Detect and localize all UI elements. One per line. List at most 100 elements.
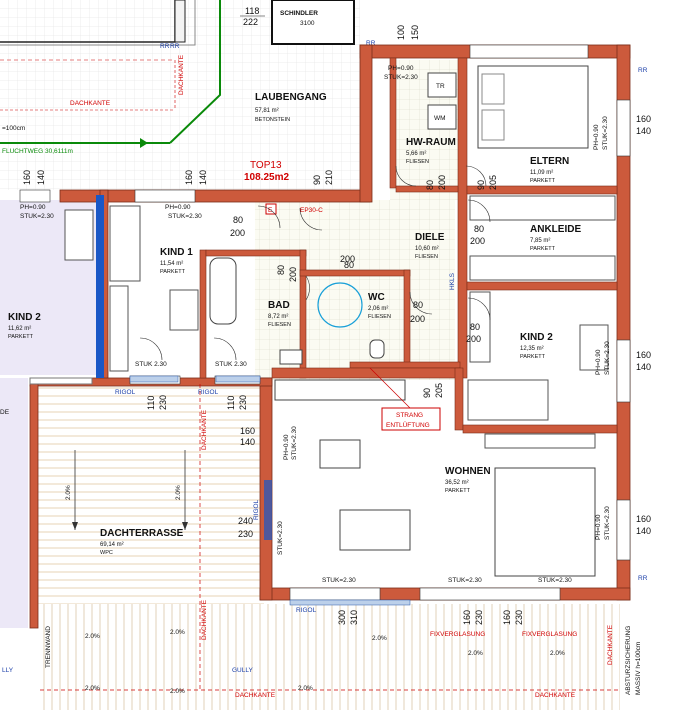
dim-160-r2: 160 xyxy=(636,350,651,360)
dim-140-t3: 140 xyxy=(240,437,255,447)
kitchen-cabinets xyxy=(274,379,406,401)
room-kind2-material: PARKETT xyxy=(520,354,546,360)
rr-marker-right-bottom: RR xyxy=(638,575,648,582)
ep-label: EP30-C xyxy=(300,207,323,214)
slope-terrace-1: 2.0% xyxy=(65,485,72,500)
dim-100: 100 xyxy=(396,25,406,40)
fixverglasung-1: FIXVERGLASUNG xyxy=(430,631,485,638)
dim-150: 150 xyxy=(410,25,420,40)
entlueftung-label: ENTLÜFTUNG xyxy=(386,421,430,429)
dim-160-r3: 160 xyxy=(636,514,651,524)
dim-230-b2: 230 xyxy=(514,610,524,625)
desk-kind2 xyxy=(579,324,609,371)
dim-140-r3: 140 xyxy=(636,526,651,536)
dim-90-eltern: 90 xyxy=(476,180,486,190)
room-bad-name: BAD xyxy=(268,300,290,311)
elevator-shaft xyxy=(271,0,355,45)
lly-label: LLY xyxy=(2,667,14,674)
dim-205-wohnen: 205 xyxy=(434,383,444,398)
dachkante-terrace-2: DACHKANTE xyxy=(201,599,208,640)
dachkante-bottom-1: DACHKANTE xyxy=(235,692,276,699)
room-kind2-left-name: KIND 2 xyxy=(8,312,41,323)
dim-140-kind1: 140 xyxy=(198,170,208,185)
wardrobe-kind2 xyxy=(469,291,491,363)
room-kind2-name: KIND 2 xyxy=(520,332,553,343)
room-kind1-area: 11,54 m² xyxy=(160,261,183,267)
room-kind1-name: KIND 1 xyxy=(160,247,193,258)
bathtub xyxy=(209,257,237,325)
room-wohnen-area: 36,52 m² xyxy=(445,480,469,486)
dim-160-t3: 160 xyxy=(240,426,255,436)
terrace-deck xyxy=(38,382,264,604)
slope-terrace-2: 2.0% xyxy=(175,485,182,500)
bottom-deck xyxy=(40,604,620,710)
room-dachterrasse-name: DACHTERRASSE xyxy=(100,528,184,539)
dim-110-t2: 110 xyxy=(226,396,236,410)
slope-bottom-6: 2.0% xyxy=(372,635,387,642)
dim-80-ankleide: 80 xyxy=(474,224,484,234)
room-wohnen-material: PARKETT xyxy=(445,488,471,494)
dim-140-left: 140 xyxy=(36,170,46,185)
stuk-eltern: STUK=2.30 xyxy=(602,116,609,150)
dachkante-bottom-right: DACHKANTE xyxy=(607,624,614,665)
stuk-hw: STUK=2.30 xyxy=(384,74,418,81)
room-dachterrasse-area: 69,14 m² xyxy=(100,542,124,548)
room-eltern-area: 11,09 m² xyxy=(530,170,553,176)
kitchen-counter xyxy=(319,439,361,469)
room-eltern-name: ELTERN xyxy=(530,156,569,167)
fluchtweg-label: FLUCHTWEG 30,6111m xyxy=(2,148,73,155)
glass-door-kind1 xyxy=(96,195,104,378)
schindler-label: SCHINDLER xyxy=(280,10,318,17)
room-wohnen-name: WOHNEN xyxy=(445,466,491,477)
room-diele-material: FLIESEN xyxy=(415,254,438,260)
dim-140-r1: 140 xyxy=(636,126,651,136)
dachkante-top: DACHKANTE xyxy=(70,100,111,107)
stuk-kind2: STUK=2.30 xyxy=(604,341,611,375)
wardrobe-kind1 xyxy=(109,285,129,372)
entry-marker: E xyxy=(268,207,273,214)
dim-80-kind1: 80 xyxy=(233,215,243,225)
room-ankleide-area: 7,85 m² xyxy=(530,238,550,244)
room-wc-name: WC xyxy=(368,292,385,303)
stuk-left: STUK=2.30 xyxy=(20,213,54,220)
slope-bottom-3: 2.0% xyxy=(85,685,100,692)
stuk-kind1-bottom: STUK 2.30 xyxy=(135,361,167,368)
dim-200-hw: 200 xyxy=(437,175,447,190)
rr-marker-right-top: RR xyxy=(638,67,648,74)
dim-200-bad: 200 xyxy=(288,267,298,282)
dachkante-bottom-2: DACHKANTE xyxy=(535,692,576,699)
rigol-1: RIGOL xyxy=(115,389,136,396)
dim-160-b2: 160 xyxy=(502,610,512,625)
sideboard xyxy=(484,433,596,449)
dim-110-t1: 110 xyxy=(146,396,156,410)
dim-310-b: 310 xyxy=(349,610,359,625)
room-wc-area: 2,06 m² xyxy=(368,306,388,312)
wardrobe-ankleide xyxy=(469,195,616,221)
absturz-label: ABSTURZSICHERUNG xyxy=(625,626,632,695)
ph-hw: PH=0.90 xyxy=(388,65,414,72)
ph-eltern: PH=0.90 xyxy=(593,124,600,150)
de-label: DE xyxy=(0,409,10,416)
wm-label: WM xyxy=(434,115,446,122)
trennwand-label: TRENNWAND xyxy=(45,626,52,668)
interior-walls xyxy=(199,57,618,434)
bed-eltern xyxy=(477,65,589,149)
room-laubengang-area: 57,81 m² xyxy=(255,108,279,114)
room-eltern-material: PARKETT xyxy=(530,178,556,184)
dachkante-terrace-1: DACHKANTE xyxy=(201,409,208,450)
room-kind1-material: PARKETT xyxy=(160,269,186,275)
dim-140-r2: 140 xyxy=(636,362,651,372)
tr-label: TR xyxy=(436,83,445,90)
schindler-number: 3100 xyxy=(300,20,315,27)
dim-210-entry: 210 xyxy=(324,170,334,185)
stuk-bad: STUK 2.30 xyxy=(215,361,247,368)
dim-230-t1: 230 xyxy=(158,395,168,410)
ph-wohnen-right: PH=0.90 xyxy=(595,514,602,540)
dim-300-b: 300 xyxy=(337,610,347,625)
dim-230-t2: 230 xyxy=(238,395,248,410)
stuk-wohnen-right: STUK=2.30 xyxy=(604,506,611,540)
slope-bottom-1: 2.0% xyxy=(85,633,100,640)
desk-kind1 xyxy=(169,289,199,331)
sofa xyxy=(494,467,596,577)
unit-code: TOP13 xyxy=(250,160,282,171)
